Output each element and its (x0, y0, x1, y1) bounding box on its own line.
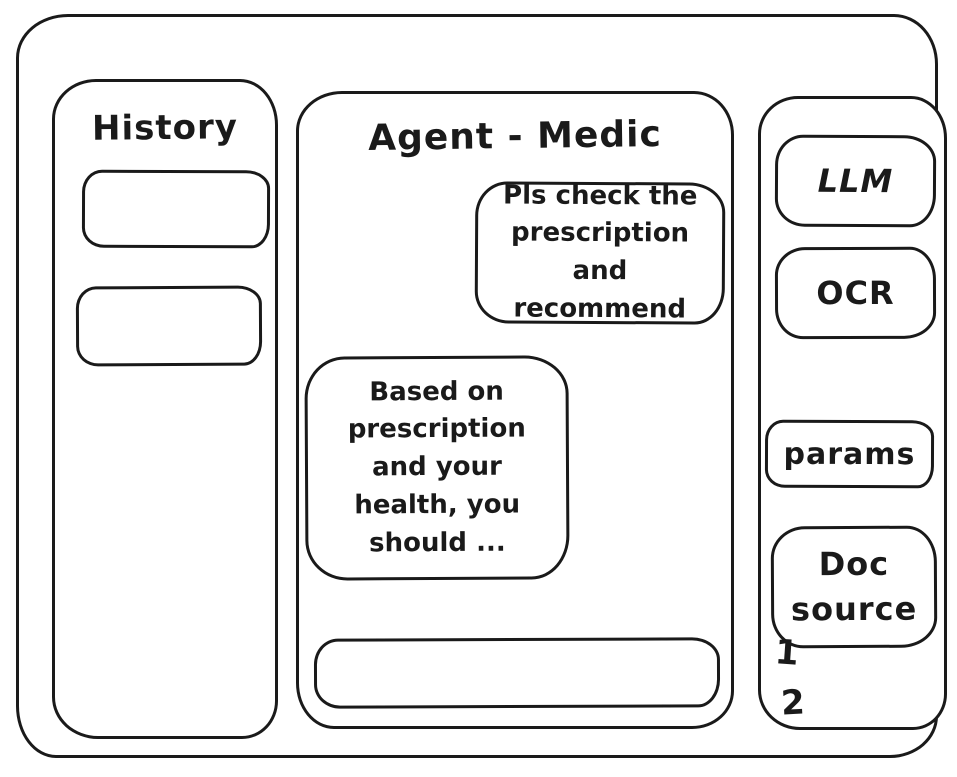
chat-input[interactable] (313, 637, 721, 709)
params-button[interactable]: params (764, 419, 935, 489)
ocr-label: OCR (816, 273, 895, 313)
doc-source-number-1: 1 (773, 632, 801, 674)
params-label: params (783, 436, 916, 472)
ocr-button[interactable]: OCR (774, 246, 937, 340)
llm-button[interactable]: LLM (774, 134, 937, 228)
assistant-message-bubble: Based on prescription and your health, y… (304, 355, 570, 581)
history-panel: History (52, 79, 278, 739)
chat-panel: Agent - Medic Pls check the prescription… (296, 91, 734, 729)
user-message-bubble: Pls check the prescription and recommend (474, 180, 726, 325)
user-message-text: Pls check the prescription and recommend (503, 180, 698, 325)
chat-title: Agent - Medic (367, 113, 663, 160)
doc-source-number-2: 2 (779, 682, 806, 724)
outer-frame: History Agent - Medic Pls check the pres… (16, 14, 947, 758)
assistant-message-text: Based on prescription and your health, y… (347, 376, 526, 558)
llm-label: LLM (817, 161, 894, 201)
tools-panel: LLM OCR params Doc source 1 2 (758, 96, 947, 730)
doc-source-label: Doc source (790, 545, 918, 629)
history-title: History (91, 107, 239, 149)
history-item[interactable] (81, 169, 271, 249)
doc-source-button[interactable]: Doc source (770, 525, 938, 649)
history-item[interactable] (75, 285, 263, 367)
